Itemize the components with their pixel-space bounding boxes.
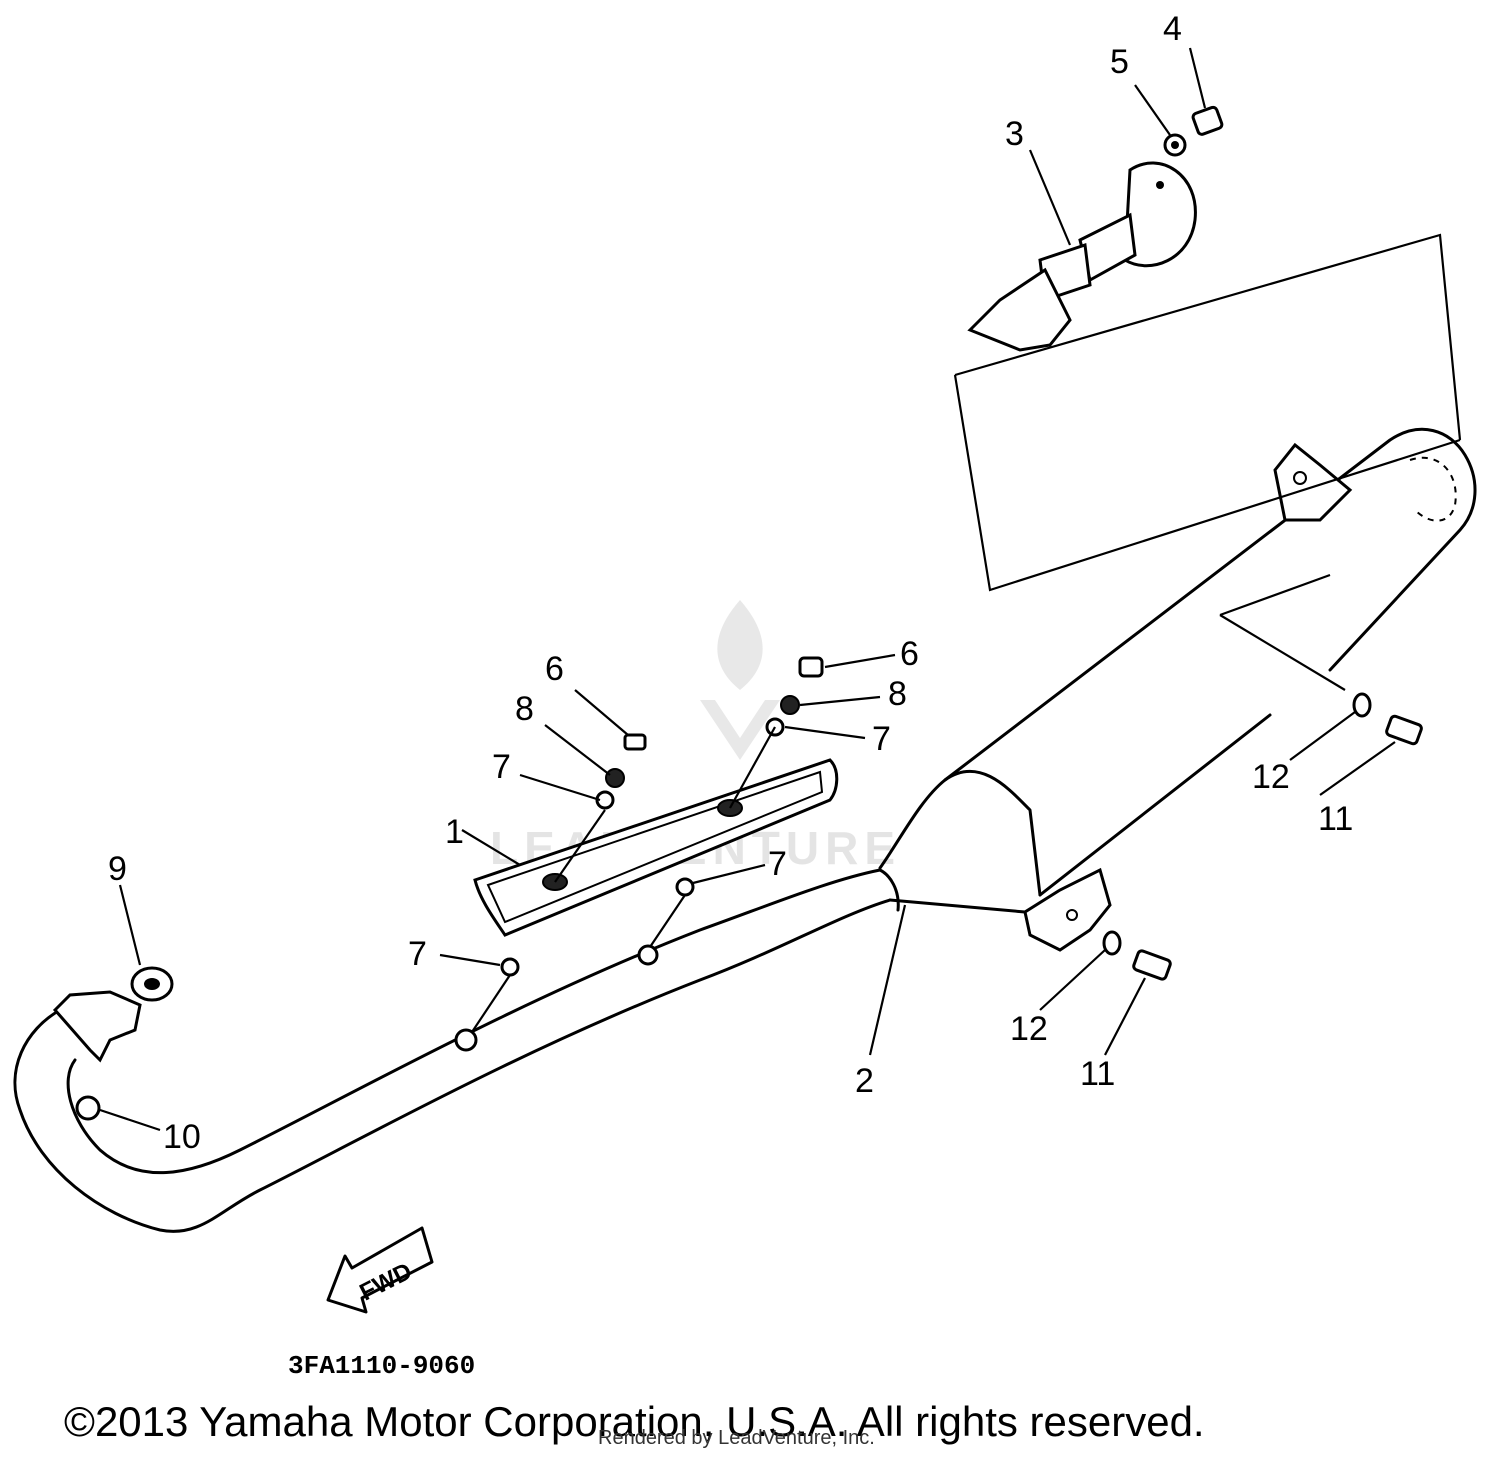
fastener-12-washer-upper	[1352, 692, 1372, 718]
fastener-9-gasket	[130, 966, 174, 1002]
header-flange	[52, 990, 142, 1063]
callout-labels: 4 5 3 6 8 7 6 8 7 1 7 7 9 10 2 12 11 12 …	[108, 10, 1353, 1156]
callout-3: 3	[1005, 115, 1024, 153]
callout-4: 4	[1163, 10, 1182, 48]
callout-8-left: 8	[515, 690, 534, 728]
callout-9: 9	[108, 850, 127, 888]
muffler-cone	[878, 769, 1042, 897]
callout-12-upper: 12	[1252, 758, 1290, 796]
callout-7-upper-left: 7	[492, 748, 511, 786]
silencer-part	[967, 161, 1197, 352]
callout-5: 5	[1110, 43, 1129, 81]
rear-bracket	[1273, 442, 1353, 522]
lower-bracket	[1023, 867, 1112, 952]
fastener-6-screw-left	[623, 733, 647, 751]
fastener-7-collar-lower	[500, 957, 520, 977]
fastener-11-bolt-lower	[1132, 949, 1172, 981]
heat-protector	[473, 758, 839, 937]
callout-2: 2	[855, 1062, 874, 1100]
callout-1: 1	[445, 813, 464, 851]
forward-direction-arrow: FWD	[326, 1226, 434, 1314]
fastener-6-screw-right	[798, 656, 824, 678]
callout-7-upper-right: 7	[872, 720, 891, 758]
muffler-body	[943, 427, 1477, 782]
callout-8-right: 8	[888, 675, 907, 713]
silencer-outline-lines	[953, 233, 1462, 691]
header-nut-low	[454, 1028, 478, 1052]
callout-6-right: 6	[900, 635, 919, 673]
callout-7-mid: 7	[768, 845, 787, 883]
callout-12-lower: 12	[1010, 1010, 1048, 1048]
fastener-10-nut	[75, 1095, 101, 1121]
callout-7-lower: 7	[408, 935, 427, 973]
fastener-11-bolt-upper	[1385, 714, 1423, 746]
rendered-by-notice: Rendered by LeadVenture, Inc.	[598, 1427, 875, 1449]
silencer-spark-arrester	[967, 267, 1072, 352]
fastener-7-collar-mid	[675, 877, 695, 897]
fastener-4-bolt	[1191, 105, 1224, 136]
fastener-8-grommet-left	[605, 768, 625, 788]
callout-11-lower: 11	[1080, 1055, 1115, 1093]
leader-lines	[99, 47, 1396, 1132]
diagram-part-code: 3FA1110-9060	[288, 1351, 475, 1381]
fastener-5-washer	[1163, 133, 1187, 157]
fastener-12-washer-lower	[1102, 930, 1122, 956]
muffler-assembly	[13, 427, 1477, 1233]
header-pipe-outline	[13, 898, 892, 1233]
callout-6-left: 6	[545, 650, 564, 688]
fastener-8-grommet-right	[780, 695, 800, 715]
copyright-notice: ©2013 Yamaha Motor Corporation, U.S.A. A…	[64, 1398, 1205, 1445]
callout-10: 10	[163, 1118, 201, 1156]
header-nut-mid	[637, 944, 659, 966]
callout-11-upper: 11	[1318, 800, 1353, 838]
